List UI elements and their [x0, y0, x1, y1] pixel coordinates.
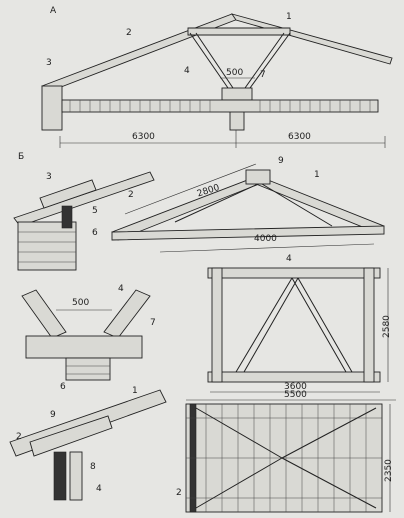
truss-bottom-chord	[111, 225, 385, 241]
detail-post	[65, 357, 111, 381]
frame-right-post	[363, 267, 375, 383]
dim-frame-width-inner: 3600	[284, 382, 307, 392]
plan-diagonal	[195, 407, 283, 459]
ridge-plate	[245, 169, 271, 185]
callout-7-block: 7	[260, 70, 266, 80]
detail-bed-beam	[25, 335, 143, 359]
callout-1-truss: 1	[286, 12, 292, 22]
left-rafter	[41, 13, 239, 93]
callout-6-wall: 6	[92, 228, 98, 238]
frame-bottom-beam	[207, 371, 381, 383]
detail-left-strut	[21, 289, 67, 339]
truss-right-brace	[261, 183, 333, 227]
rafter-length-dimension-line	[124, 163, 257, 215]
callout-3-eave: 3	[46, 172, 52, 182]
callout-4-frame: 4	[286, 254, 292, 264]
left-strut	[189, 32, 229, 89]
callout-2-eave: 2	[128, 190, 134, 200]
section-letter-a: А	[50, 6, 57, 16]
dim-span-left: 6300	[132, 132, 155, 142]
section-letter-b: Б	[18, 152, 25, 162]
frame-left-post	[211, 267, 223, 383]
callout-6-detail: 6	[60, 382, 66, 392]
callout-4-detail: 4	[118, 284, 124, 294]
frame-right-diagonal	[291, 277, 347, 373]
section-a-roof-elevation	[41, 13, 393, 148]
frame-top-beam	[207, 267, 381, 279]
callout-9-ridge-detail: 9	[50, 410, 56, 420]
callout-2-ridge-detail: 2	[16, 432, 22, 442]
truss-left-brace	[174, 183, 259, 223]
ridge-detail-post	[53, 451, 67, 501]
dim-frame-width-outer: 5500	[284, 390, 307, 400]
eave-board	[39, 179, 97, 209]
truss-base-dimension-line	[159, 243, 375, 253]
truss-right-rafter	[255, 175, 385, 235]
dim-span-right: 6300	[288, 132, 311, 142]
callout-5-board: 5	[92, 206, 98, 216]
right-strut	[249, 32, 291, 89]
roof-plan-view	[185, 403, 391, 513]
callout-4-ridge-detail: 4	[96, 484, 102, 494]
dim-plan-width: 2350	[384, 459, 394, 482]
dim-strut-gap-top: 500	[226, 68, 244, 78]
ridge-detail-board	[29, 415, 113, 457]
frame-elevation	[186, 267, 396, 401]
section-b-eave-detail	[13, 171, 155, 271]
callout-2-rafter: 2	[126, 28, 132, 38]
mauerlat-beam	[61, 205, 73, 229]
truss-top-chord	[187, 27, 291, 36]
callout-8-ridge-detail: 8	[90, 462, 96, 472]
left-wall	[41, 85, 63, 131]
detail-right-strut	[103, 289, 151, 339]
callout-2-plan: 2	[176, 488, 182, 498]
callout-7-detail: 7	[150, 318, 156, 328]
callout-1-ridge-detail: 1	[132, 386, 138, 396]
strut-joint-detail	[21, 289, 151, 381]
ceiling-beams	[61, 99, 379, 113]
right-rafter	[230, 13, 393, 65]
callout-1-truss-b: 1	[314, 170, 320, 180]
callout-3-mauerlat: 3	[46, 58, 52, 68]
dim-frame-height: 2580	[382, 315, 392, 338]
dim-truss-base: 4000	[254, 234, 277, 244]
strut-bed-block	[221, 87, 253, 101]
truss-elevation	[111, 163, 385, 253]
eave-wall-block	[17, 221, 77, 271]
callout-9-ridge: 9	[278, 156, 284, 166]
frame-left-diagonal	[235, 277, 293, 373]
callout-4-strut: 4	[184, 66, 190, 76]
ridge-joint-detail	[9, 389, 167, 501]
dim-strut-gap-detail: 500	[72, 298, 90, 308]
